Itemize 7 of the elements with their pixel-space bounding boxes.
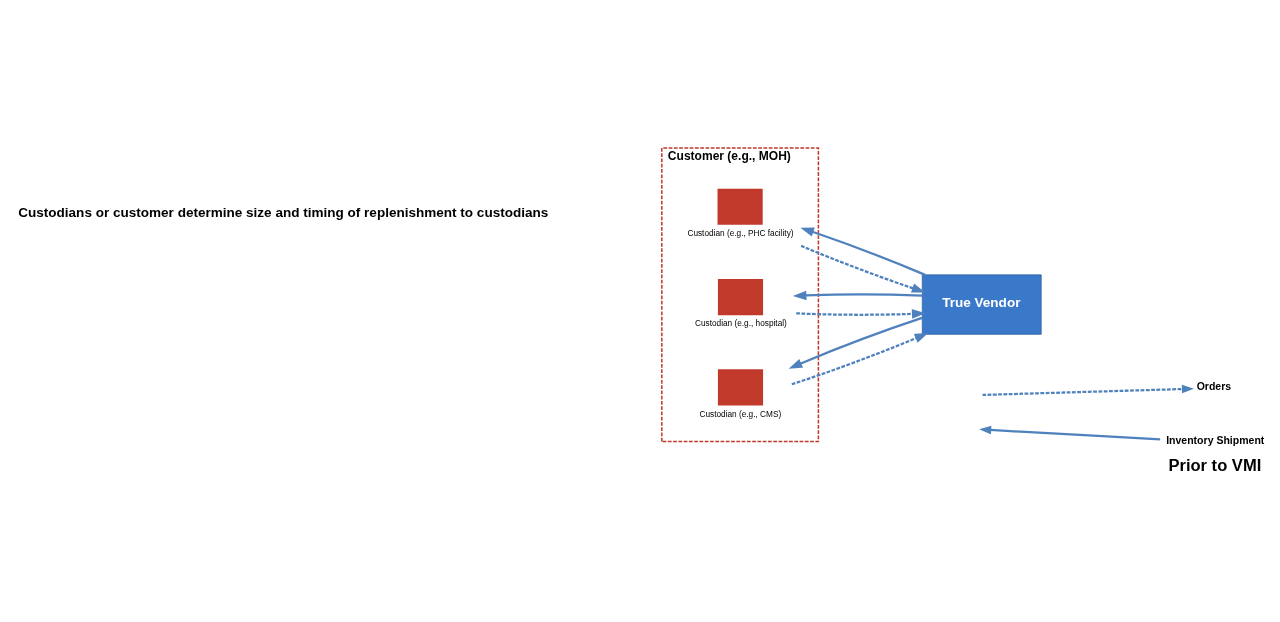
label: Custodians or customer determine size and timing of replenishment to custodians — [18, 204, 549, 220]
node-label: Custodian (e.g., CMS) — [699, 409, 782, 419]
caption: Prior to VMI — [1168, 456, 1262, 476]
node-label: Custodian (e.g., PHC facility) — [687, 228, 794, 238]
legend-label: Inventory Shipment — [1166, 434, 1265, 447]
legend-label: Orders — [1196, 380, 1232, 393]
node-label: Custodian (e.g., hospital) — [694, 319, 787, 329]
